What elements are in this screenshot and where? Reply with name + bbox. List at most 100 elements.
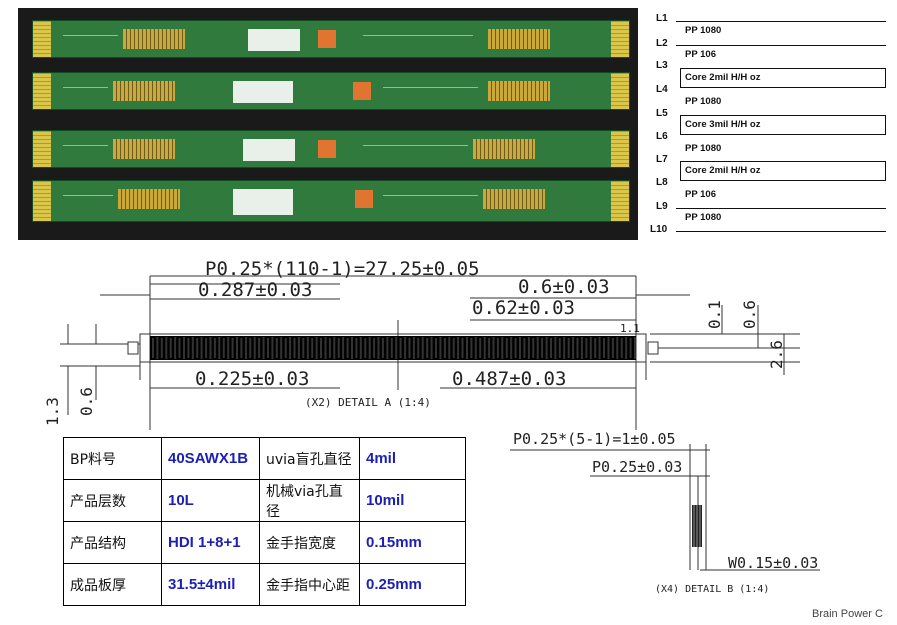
layer-label: L9 — [656, 201, 668, 212]
core-box — [680, 68, 886, 88]
gold-finger — [439, 337, 442, 359]
pcb-board — [32, 180, 630, 222]
dim-left-bottom: 0.225±0.03 — [195, 368, 310, 390]
gold-finger — [514, 338, 517, 358]
detail-b-drawing — [510, 444, 820, 571]
layer-material: Core 2mil H/H oz — [685, 165, 761, 176]
gold-finger — [390, 338, 393, 358]
dim-v1: 0.1 — [704, 300, 724, 329]
table-row: 产品结构 HDI 1+8+1 金手指宽度 0.15mm — [63, 521, 466, 564]
layer-label: L5 — [656, 108, 668, 119]
pcb-board — [32, 130, 630, 168]
gold-finger — [598, 337, 601, 359]
layer-material: PP 1080 — [685, 96, 722, 107]
gold-finger — [567, 338, 570, 358]
gold-finger — [262, 337, 265, 359]
gold-finger — [213, 338, 216, 358]
detail-b-p: P0.25±0.03 — [592, 458, 683, 476]
dim-left-top: 0.287±0.03 — [198, 279, 313, 301]
gold-finger — [404, 337, 407, 359]
gold-finger — [611, 338, 614, 358]
gold-finger — [373, 338, 376, 358]
gold-finger — [558, 338, 561, 358]
gold-finger — [452, 338, 455, 358]
gold-finger — [267, 338, 269, 358]
gold-finger — [271, 337, 274, 359]
gold-finger — [174, 337, 177, 359]
gold-finger — [351, 337, 353, 359]
gold-finger — [470, 338, 473, 358]
pcb-board — [32, 20, 630, 58]
gold-finger — [346, 338, 349, 358]
gold-finger — [421, 337, 424, 359]
gold-finger — [187, 338, 190, 358]
gold-finger — [311, 338, 314, 358]
gold-finger — [240, 338, 243, 358]
table-row: BP料号 40SAWX1B uvia盲孔直径 4mil — [63, 437, 466, 480]
layer-label: L2 — [656, 38, 668, 49]
gold-finger — [275, 338, 278, 358]
table-row: 产品层数 10L 机械via孔直径 10mil — [63, 479, 466, 522]
gold-finger — [160, 338, 163, 358]
gold-finger — [355, 338, 358, 358]
dim-right-top-1: 0.6±0.03 — [518, 276, 610, 298]
gold-finger — [532, 338, 535, 358]
watermark: Brain Power C — [812, 608, 883, 620]
layer-material: PP 1080 — [685, 143, 722, 154]
gold-finger — [178, 338, 181, 358]
dim-left-v2: 0.6 — [76, 387, 96, 416]
gold-finger — [293, 338, 296, 358]
gold-finger — [333, 337, 336, 359]
core-box — [680, 115, 886, 135]
layer-material: PP 106 — [685, 49, 716, 60]
gold-finger — [249, 338, 252, 358]
layer-material: PP 106 — [685, 189, 716, 200]
gold-finger — [342, 337, 345, 359]
layer-material: PP 1080 — [685, 25, 722, 36]
gold-finger — [585, 338, 588, 358]
gold-finger — [328, 338, 331, 358]
gold-finger — [466, 337, 468, 359]
gold-finger — [412, 337, 415, 359]
gold-finger — [527, 337, 530, 359]
gold-finger — [589, 337, 592, 359]
layer-label: L1 — [656, 13, 668, 24]
gold-finger — [320, 338, 322, 358]
gold-finger — [417, 338, 420, 358]
gold-finger — [183, 337, 185, 359]
gold-finger — [289, 337, 292, 359]
gold-finger — [169, 338, 172, 358]
gold-finger — [205, 338, 208, 358]
gold-finger — [541, 338, 544, 358]
gold-finger — [488, 338, 491, 358]
gold-finger — [435, 338, 437, 358]
gold-finger — [165, 337, 168, 359]
gold-finger — [616, 337, 619, 359]
gold-finger — [191, 337, 194, 359]
gold-finger — [302, 338, 305, 358]
detail-b-pitch: P0.25*(5-1)=1±0.05 — [513, 430, 676, 448]
gold-finger — [563, 337, 566, 359]
gold-finger — [222, 338, 225, 358]
layer-label: L3 — [656, 60, 668, 71]
gold-finger — [448, 337, 451, 359]
gold-finger — [461, 338, 464, 358]
gold-finger — [395, 337, 398, 359]
pcb-board — [32, 72, 630, 110]
gold-finger — [580, 337, 583, 359]
gold-finger — [625, 337, 628, 359]
pitch-dim: P0.25*(110-1)=27.25±0.05 — [205, 258, 480, 280]
gold-finger — [408, 338, 411, 358]
gold-finger — [209, 337, 212, 359]
spec-table: BP料号 40SAWX1B uvia盲孔直径 4mil 产品层数 10L 机械v… — [63, 437, 466, 606]
gold-finger — [284, 338, 287, 358]
gold-finger — [496, 338, 499, 358]
gold-finger — [258, 338, 261, 358]
detail-a-drawing — [60, 275, 800, 430]
dim-v2: 0.6 — [739, 300, 759, 329]
gold-finger — [474, 337, 477, 359]
gold-finger — [519, 337, 521, 359]
gold-finger — [536, 337, 539, 359]
gold-finger — [457, 337, 460, 359]
gold-finger — [399, 338, 402, 358]
